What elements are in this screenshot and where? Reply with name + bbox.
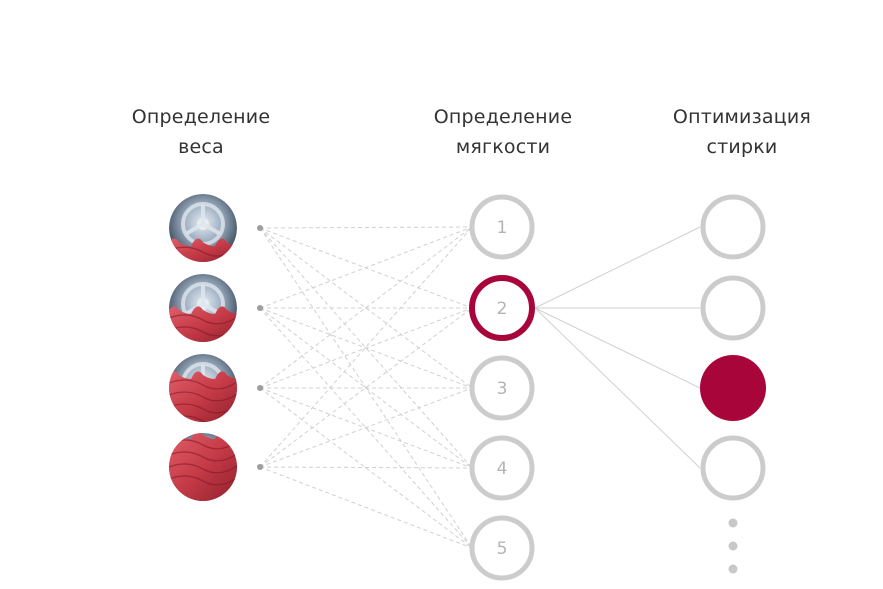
- dashed-connection-4-3: [260, 388, 472, 467]
- softness-node-label: 3: [497, 379, 508, 399]
- drum-load-medium-icon: [167, 274, 239, 344]
- softness-nodes: 1 2 3 4 5: [472, 197, 532, 578]
- drum-load-large-icon: [167, 354, 239, 425]
- softness-node-label: 1: [497, 218, 508, 238]
- ellipsis-dot-1: [729, 519, 738, 528]
- softness-node-label: 5: [497, 539, 508, 559]
- softness-node-label: 4: [497, 459, 508, 479]
- connector-dot: [257, 225, 263, 231]
- connector-dot: [257, 464, 263, 470]
- dashed-connection-1-1: [260, 227, 472, 228]
- ellipsis-vertical-icon: [729, 519, 738, 574]
- softness-node-label: 2: [497, 299, 508, 319]
- solid-connection-3: [535, 308, 700, 388]
- optimization-nodes: [700, 197, 766, 498]
- weight-items: [167, 194, 263, 503]
- softness-node: 5: [472, 518, 532, 578]
- ellipsis-dot-3: [729, 565, 738, 574]
- connector-dot: [257, 305, 263, 311]
- solid-connection-1: [535, 227, 700, 308]
- softness-node: 1: [472, 197, 532, 257]
- dashed-connection-4-4: [260, 467, 472, 468]
- softness-node-selected: 2: [472, 278, 532, 338]
- optimization-node: [703, 438, 763, 498]
- drum-load-small-icon: [167, 194, 239, 264]
- drum-load-full-icon: [167, 431, 239, 503]
- optimization-node-selected: [700, 355, 766, 421]
- optimization-node: [703, 278, 763, 338]
- connector-dot: [257, 385, 263, 391]
- solid-connection-4: [535, 308, 700, 468]
- softness-node: 3: [472, 358, 532, 418]
- dashed-connection-4-1: [260, 227, 472, 467]
- dashed-connection-4-5: [260, 467, 472, 548]
- ellipsis-dot-2: [729, 542, 738, 551]
- optimization-node: [703, 197, 763, 257]
- softness-node: 4: [472, 438, 532, 498]
